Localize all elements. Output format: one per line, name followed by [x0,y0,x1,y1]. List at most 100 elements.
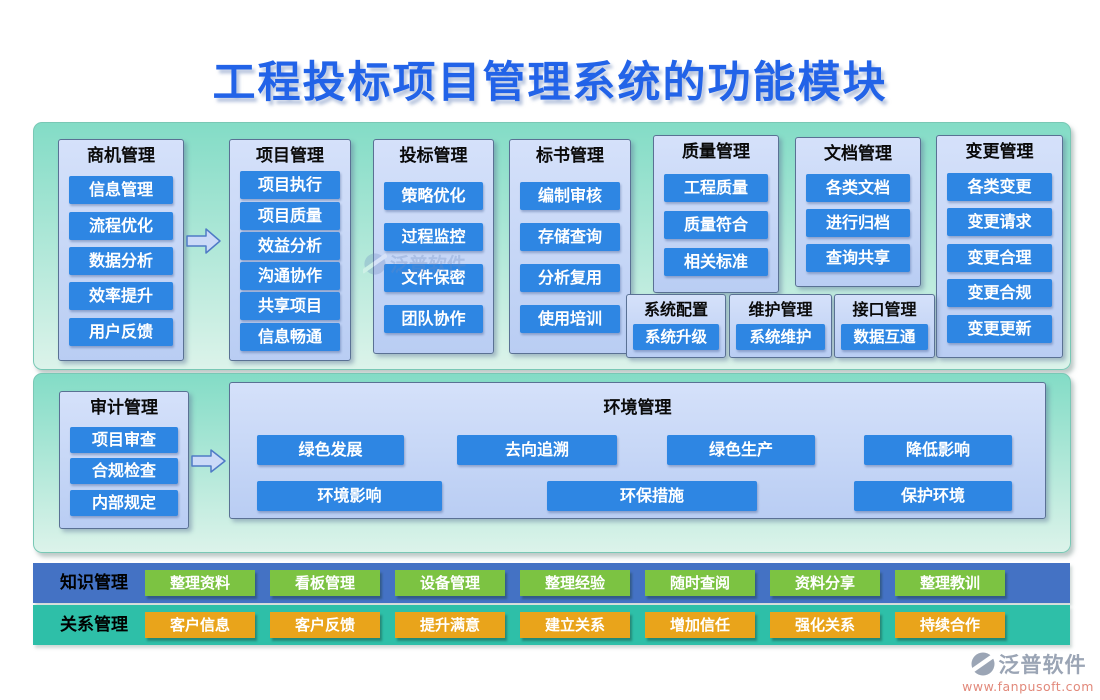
column-document-mgmt: 文档管理 各类文档 进行归档 查询共享 [795,137,921,287]
module-button[interactable]: 效率提升 [69,282,173,311]
column-header: 项目管理 [256,146,324,166]
module-button[interactable]: 降低影响 [864,435,1012,465]
module-button[interactable]: 质量符合 [664,211,768,239]
module-button[interactable]: 文件保密 [384,264,483,292]
module-button[interactable]: 项目质量 [240,201,340,230]
module-button[interactable]: 查询共享 [806,244,910,272]
module-button[interactable]: 系统升级 [633,324,719,350]
column-items: 各类文档 进行归档 查询共享 [796,165,920,286]
column-items: 编制审核 存储查询 分析复用 使用培训 [510,167,630,353]
module-button[interactable]: 各类文档 [806,174,910,202]
column-items: 各类变更 变更请求 变更合理 变更合规 变更更新 [937,163,1062,357]
module-button[interactable]: 团队协作 [384,305,483,333]
column-header: 系统配置 [643,300,708,319]
band-buttons: 整理资料 看板管理 设备管理 整理经验 随时查阅 资料分享 整理教训 [145,570,1007,596]
column-header: 商机管理 [87,146,155,166]
module-button[interactable]: 沟通协作 [240,262,340,291]
module-button[interactable]: 变更合规 [947,279,1052,307]
column-audit-mgmt: 审计管理 项目审查 合规检查 内部规定 [59,391,189,529]
band-button[interactable]: 建立关系 [520,612,630,638]
module-button[interactable]: 各类变更 [947,172,1052,201]
module-button[interactable]: 变更合理 [947,243,1052,272]
band-button[interactable]: 客户信息 [145,612,255,638]
brand-name: 泛普软件 [998,653,1087,677]
module-button[interactable]: 合规检查 [70,458,178,484]
module-button[interactable]: 相关标准 [664,248,768,276]
column-header: 标书管理 [536,146,604,166]
band-button[interactable]: 客户反馈 [270,612,380,638]
band-button[interactable]: 随时查阅 [645,570,755,596]
column-items: 系统升级 [627,321,725,357]
module-button[interactable]: 系统维护 [736,324,825,350]
module-button[interactable]: 编制审核 [520,182,620,210]
band-button[interactable]: 设备管理 [395,570,505,596]
module-button[interactable]: 环保措施 [547,481,757,511]
module-button[interactable]: 流程优化 [69,211,173,240]
column-business-opportunity-mgmt: 商机管理 信息管理 流程优化 数据分析 效率提升 用户反馈 [58,139,184,361]
column-header: 质量管理 [682,142,750,162]
band-button[interactable]: 持续合作 [895,612,1005,638]
audit-environment-panel: 审计管理 项目审查 合规检查 内部规定 环境管理 绿色发展 去向追溯 绿色生产 … [33,373,1071,553]
box-interface-mgmt: 接口管理 数据互通 [834,294,935,358]
module-button[interactable]: 变更更新 [947,314,1052,343]
column-items: 数据互通 [835,321,934,357]
column-change-mgmt: 变更管理 各类变更 变更请求 变更合理 变更合规 变更更新 [936,135,1063,358]
column-items: 工程质量 质量符合 相关标准 [654,163,778,292]
relationship-mgmt-band: 关系管理 客户信息 客户反馈 提升满意 建立关系 增加信任 强化关系 持续合作 [33,605,1070,645]
column-header: 投标管理 [399,146,468,166]
right-arrow-icon [186,228,221,254]
brand-logo: 泛普软件 www.fanpusoft.com [958,649,1098,694]
module-button[interactable]: 进行归档 [806,209,910,237]
column-header: 文档管理 [824,144,892,164]
module-button[interactable]: 数据分析 [69,246,173,275]
band-button[interactable]: 增加信任 [645,612,755,638]
band-button[interactable]: 强化关系 [770,612,880,638]
module-button[interactable]: 绿色生产 [667,435,815,465]
column-quality-mgmt: 质量管理 工程质量 质量符合 相关标准 [653,135,779,293]
module-button[interactable]: 项目执行 [240,171,340,200]
column-items: 项目审查 合规检查 内部规定 [60,419,188,528]
band-label: 关系管理 [60,615,128,635]
page-title: 工程投标项目管理系统的功能模块 [212,58,888,108]
brand-url: www.fanpusoft.com [962,679,1094,694]
module-button[interactable]: 工程质量 [664,174,768,202]
module-button[interactable]: 策略优化 [384,182,483,210]
band-label: 知识管理 [60,573,128,593]
main-modules-panel: 商机管理 信息管理 流程优化 数据分析 效率提升 用户反馈 项目管理 项目执行 … [33,122,1071,370]
module-button[interactable]: 效益分析 [240,231,340,260]
band-button[interactable]: 整理经验 [520,570,630,596]
column-header: 维护管理 [748,300,813,319]
module-button[interactable]: 项目审查 [70,426,178,453]
band-button[interactable]: 资料分享 [770,570,880,596]
column-items: 策略优化 过程监控 文件保密 团队协作 [374,167,493,353]
band-button[interactable]: 整理资料 [145,570,255,596]
band-button[interactable]: 看板管理 [270,570,380,596]
module-button[interactable]: 变更请求 [947,208,1052,236]
column-bidding-mgmt: 投标管理 策略优化 过程监控 文件保密 团队协作 [373,139,494,354]
band-button[interactable]: 提升满意 [395,612,505,638]
module-button[interactable]: 分析复用 [520,264,620,292]
column-items: 项目执行 项目质量 效益分析 沟通协作 共享项目 信息畅通 [230,167,350,360]
module-button[interactable]: 共享项目 [240,292,340,321]
module-button[interactable]: 绿色发展 [257,435,404,465]
module-button[interactable]: 数据互通 [841,324,928,350]
band-buttons: 客户信息 客户反馈 提升满意 建立关系 增加信任 强化关系 持续合作 [145,612,1007,638]
module-button[interactable]: 使用培训 [520,305,620,333]
band-button[interactable]: 整理教训 [895,570,1005,596]
module-button[interactable]: 内部规定 [70,489,178,516]
box-maintenance-mgmt: 维护管理 系统维护 [729,294,832,358]
module-button[interactable]: 信息畅通 [240,322,340,351]
module-button[interactable]: 用户反馈 [69,317,173,346]
column-items: 系统维护 [730,321,831,357]
module-button[interactable]: 保护环境 [854,481,1012,511]
knowledge-mgmt-band: 知识管理 整理资料 看板管理 设备管理 整理经验 随时查阅 资料分享 整理教训 [33,563,1070,603]
module-button[interactable]: 去向追溯 [457,435,617,465]
column-tender-doc-mgmt: 标书管理 编制审核 存储查询 分析复用 使用培训 [509,139,631,354]
column-header: 变更管理 [965,142,1034,162]
module-button[interactable]: 信息管理 [69,176,173,205]
column-header: 环境管理 [603,398,672,418]
column-header: 接口管理 [852,300,917,319]
module-button[interactable]: 存储查询 [520,223,620,251]
module-button[interactable]: 过程监控 [384,223,483,251]
module-button[interactable]: 环境影响 [257,481,442,511]
